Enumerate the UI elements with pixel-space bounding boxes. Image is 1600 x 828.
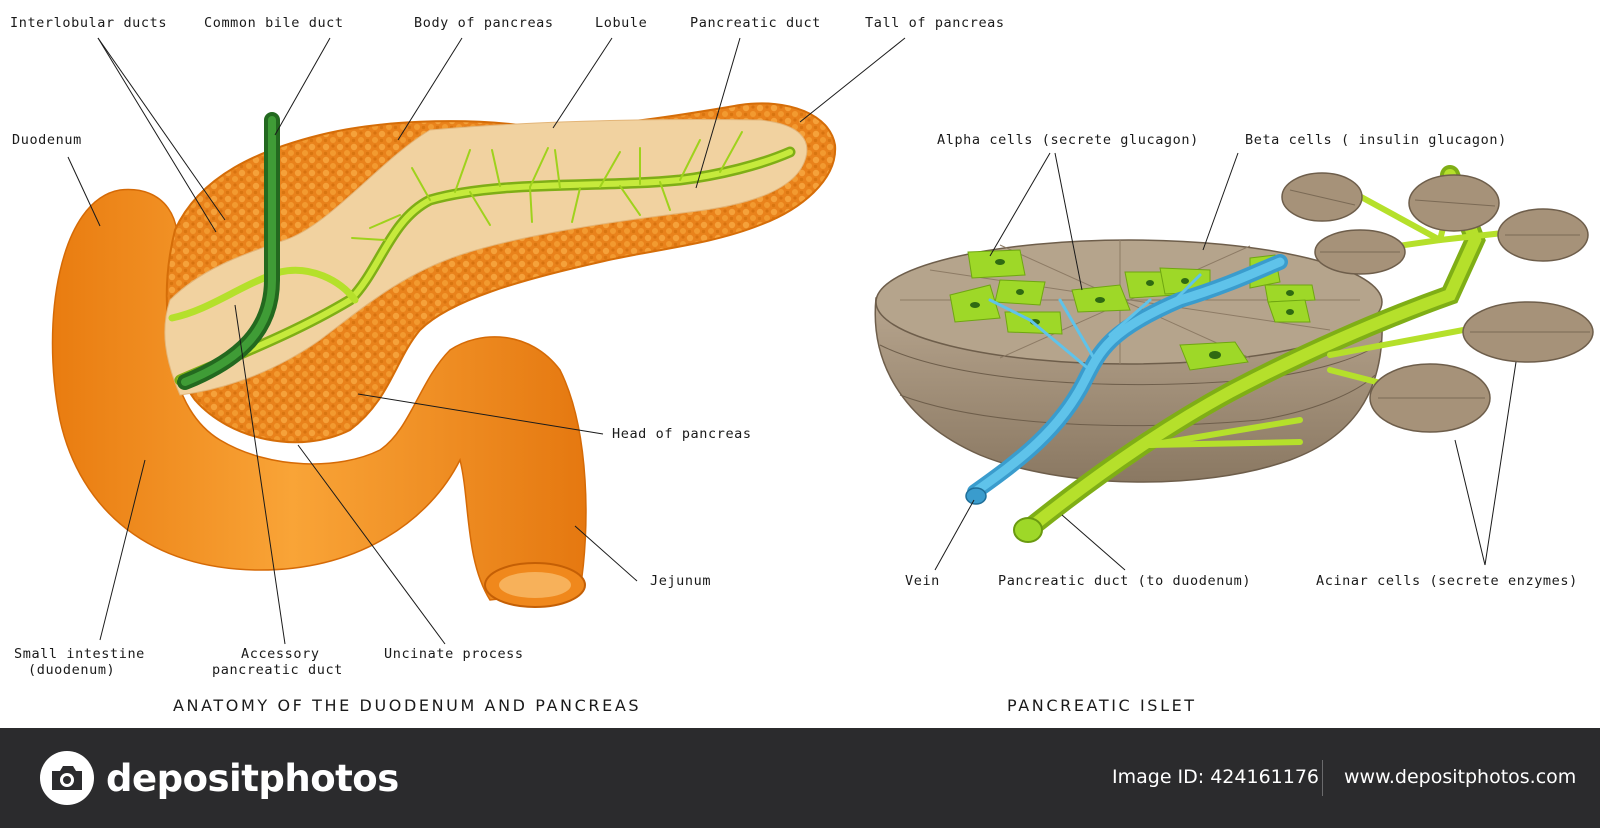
duodenum-pancreas-illustration (53, 103, 836, 607)
footer-divider (1322, 760, 1323, 796)
label-head-of-pancreas: Head of pancreas (612, 426, 752, 442)
label-acinar-cells: Acinar cells (secrete enzymes) (1316, 573, 1578, 589)
label-beta-cells: Beta cells ( insulin glucagon) (1245, 132, 1507, 148)
label-pancreatic-duct: Pancreatic duct (690, 15, 821, 31)
label-accessory-duct: Accessory (241, 646, 320, 662)
jejunum-lumen (499, 572, 571, 598)
footer-bar: depositphotos Image ID: 424161176 www.de… (0, 728, 1600, 828)
left-panel-title: ANATOMY OF THE DUODENUM AND PANCREAS (173, 696, 641, 715)
brand-name: depositphotos (106, 757, 399, 800)
right-panel-title: PANCREATIC ISLET (1007, 696, 1197, 715)
label-alpha-cells: Alpha cells (secrete glucagon) (937, 132, 1199, 148)
label-islet-pancreatic-duct: Pancreatic duct (to duodenum) (998, 573, 1251, 589)
site-url-link[interactable]: www.depositphotos.com (1344, 766, 1576, 788)
label-body-of-pancreas: Body of pancreas (414, 15, 554, 31)
islet-duct-opening (1014, 518, 1042, 542)
label-uncinate-process: Uncinate process (384, 646, 524, 662)
image-id-text: Image ID: 424161176 (1112, 766, 1319, 788)
label-common-bile-duct: Common bile duct (204, 15, 344, 31)
brand-logo[interactable]: depositphotos (38, 748, 399, 808)
label-duodenum: Duodenum (12, 132, 82, 148)
label-accessory-duct-sub: pancreatic duct (212, 662, 343, 678)
label-lobule: Lobule (595, 15, 647, 31)
label-small-intestine-sub: (duodenum) (28, 662, 115, 678)
pancreatic-islet-illustration (875, 173, 1593, 542)
vein-opening (966, 488, 986, 504)
label-tail-of-pancreas: Tall of pancreas (865, 15, 1005, 31)
camera-icon (38, 749, 96, 807)
label-vein: Vein (905, 573, 940, 589)
label-jejunum: Jejunum (650, 573, 711, 589)
label-small-intestine: Small intestine (14, 646, 145, 662)
label-interlobular-ducts: Interlobular ducts (10, 15, 167, 31)
